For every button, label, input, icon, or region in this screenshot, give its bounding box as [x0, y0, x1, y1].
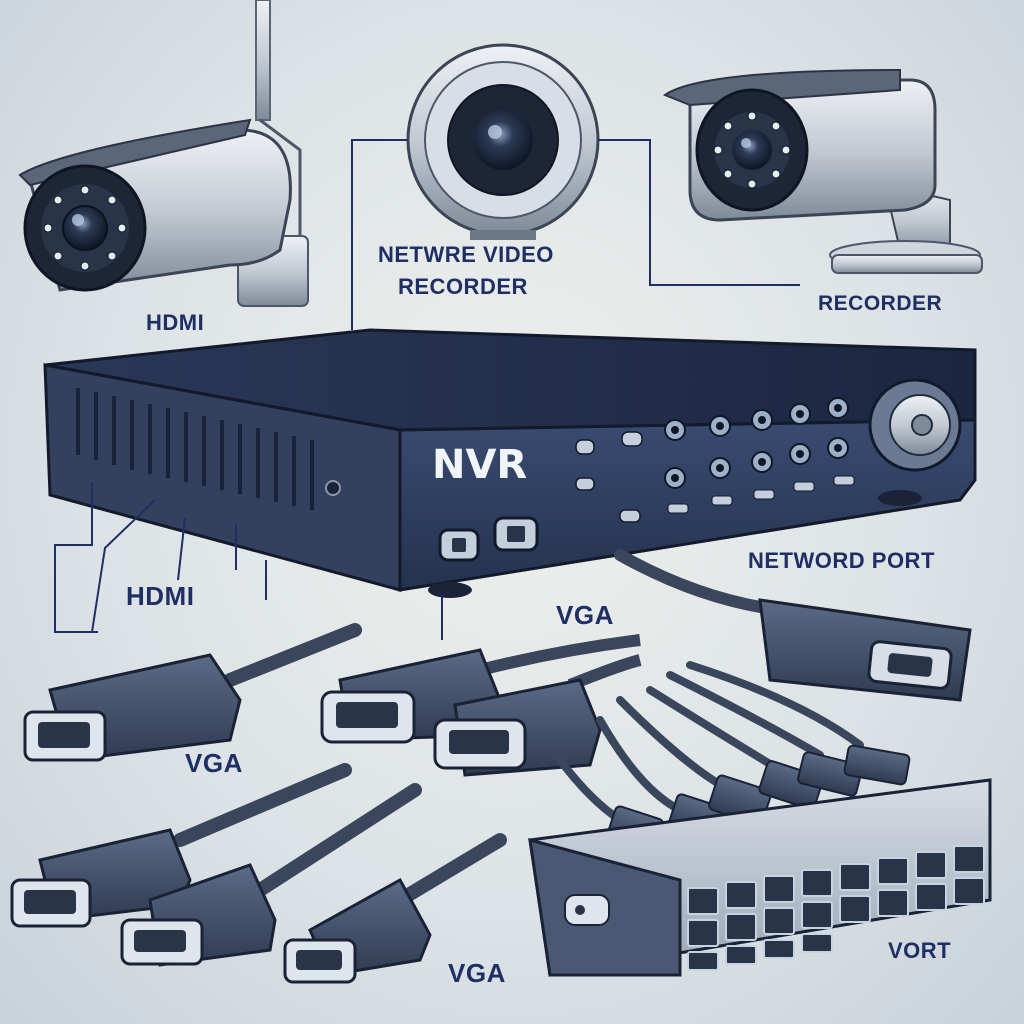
switch-ports	[687, 845, 985, 971]
label-dome-line2: RECORDER	[398, 274, 528, 299]
ir-leds-left	[43, 185, 127, 271]
nvr-recorder	[43, 328, 977, 640]
label-left-camera-hdmi: HDMI	[146, 310, 204, 335]
label-network-port: NETWORD PORT	[748, 548, 935, 573]
nvr-side-wires	[54, 482, 443, 640]
wire-dome-right	[598, 139, 800, 286]
bullet-camera-right	[662, 68, 983, 274]
label-cable-vga-left: VGA	[185, 748, 243, 778]
label-nvr-hdmi: HDMI	[126, 581, 194, 611]
label-dome-line1: NETWRE VIDEO	[378, 242, 554, 267]
label-right-camera-recorder: RECORDER	[818, 292, 942, 315]
bullet-camera-left	[18, 0, 309, 307]
vga-connector-bottom-left	[10, 763, 352, 928]
vga-connector-pair	[320, 634, 642, 777]
vga-connector-bottom	[283, 833, 507, 984]
vga-connector-right	[614, 549, 972, 702]
network-switch	[528, 778, 992, 977]
label-nvr-vga: VGA	[556, 600, 614, 630]
label-switch-vort: VORT	[888, 938, 951, 963]
nvr-brand-label: NVR	[432, 442, 527, 488]
hdmi-connector-left	[23, 623, 362, 762]
nvr-front-buttons	[575, 397, 855, 523]
dome-camera-center	[406, 43, 600, 240]
label-cable-vga-bottom: VGA	[448, 958, 506, 988]
hdmi-connector-bottom-center	[120, 783, 422, 967]
nvr-vents	[76, 388, 314, 510]
nvr-jog-dial	[868, 378, 962, 472]
wire-dome-left	[351, 139, 408, 330]
